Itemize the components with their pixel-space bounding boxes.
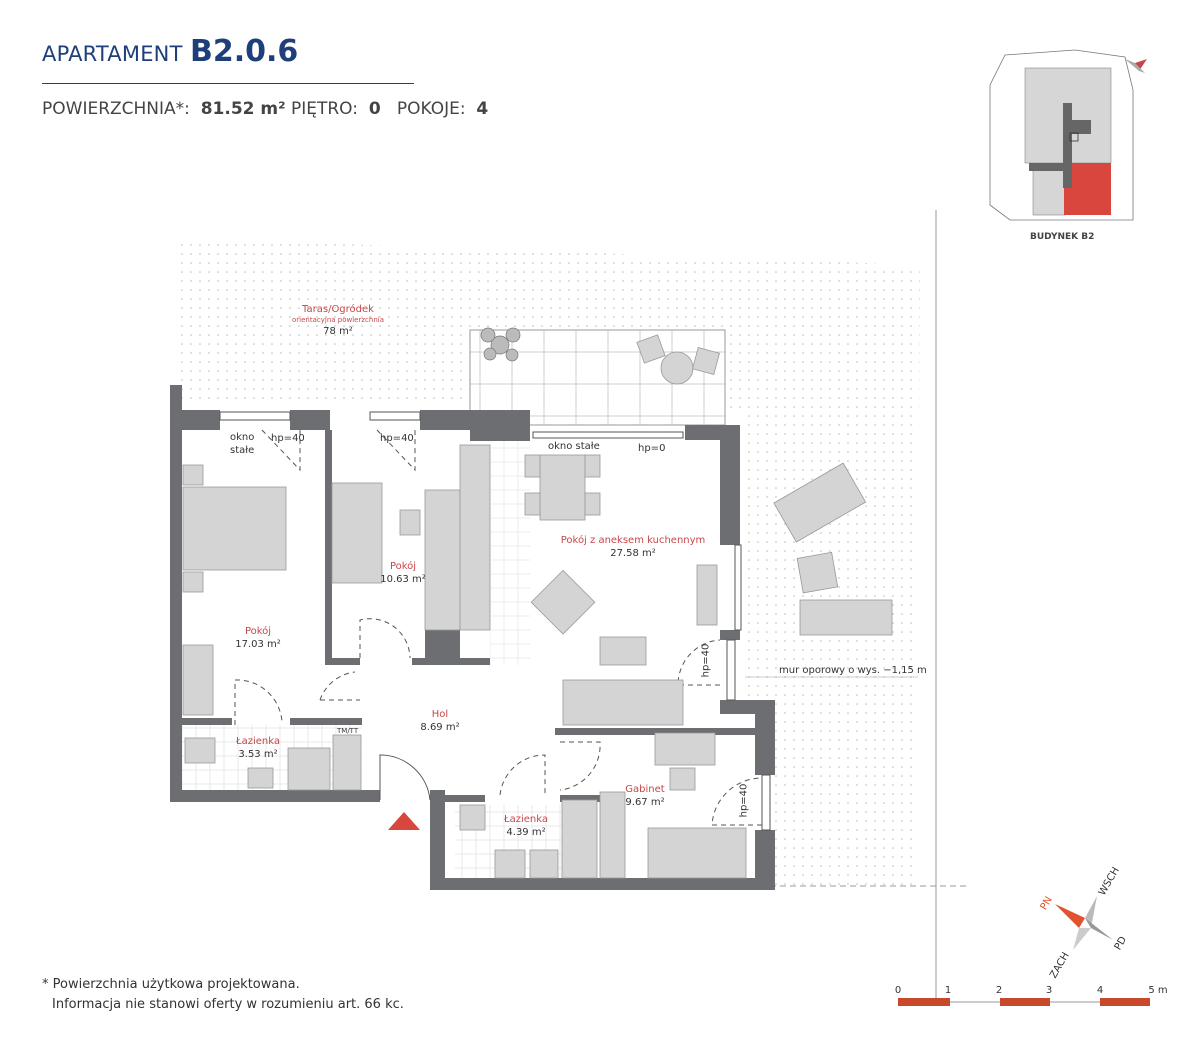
scale-tick: 1 <box>944 985 952 996</box>
room-area: 3.53 m² <box>238 749 278 760</box>
double-bed <box>182 486 287 571</box>
rooms-value: 4 <box>476 99 489 119</box>
garden-table <box>799 599 893 636</box>
room-hall-label: Hol 8.69 m² <box>420 708 459 734</box>
room-name: Pokój z aneksem kuchennym <box>560 535 706 546</box>
room-name: Pokój <box>389 561 417 572</box>
room-bathroom-1-label: Łazienka 3.53 m² <box>236 735 280 761</box>
door-swings <box>234 429 763 826</box>
area-value: 81.52 m² <box>200 99 286 119</box>
room-area: 4.39 m² <box>506 827 546 838</box>
entrance-marker-icon <box>388 812 420 830</box>
terrace-name: Taras/Ogródek <box>302 304 374 315</box>
room-area: 9.67 m² <box>625 797 665 808</box>
room-office-label: Gabinet 9.67 m² <box>625 783 664 809</box>
compass-icon <box>1055 896 1113 950</box>
area-label: POWIERZCHNIA*: <box>42 99 190 119</box>
shower <box>287 747 331 791</box>
boiler-cabinet <box>332 734 362 791</box>
coffee-table <box>599 636 647 666</box>
boiler-label: TM/TT <box>337 727 359 735</box>
terrace-area <box>177 238 920 885</box>
cabinet <box>599 791 626 879</box>
window-height-label: hp=40 <box>271 433 305 444</box>
title-divider <box>42 83 414 84</box>
plant-icon <box>480 327 521 362</box>
floor-label: PIĘTRO: <box>290 99 358 119</box>
toilet <box>184 737 216 764</box>
fixed-window-label-2: stałe <box>230 445 255 456</box>
scale-tick: 3 <box>1045 985 1053 996</box>
retaining-wall-label: mur oporowy o wys. −1,15 m <box>779 665 927 676</box>
window-height-label: hp=40 <box>738 783 750 818</box>
key-plan-compass-icon <box>1125 59 1147 73</box>
desk <box>654 732 716 766</box>
footnote: * Powierzchnia użytkowa projektowana. In… <box>42 975 404 1015</box>
room-area: 8.69 m² <box>420 722 460 733</box>
room-area: 17.03 m² <box>235 639 281 650</box>
apartment-label: APARTAMENT <box>42 42 183 66</box>
floor-value: 0 <box>368 99 381 119</box>
single-bed <box>331 482 383 584</box>
entrance-door <box>379 754 431 801</box>
room-living-kitchen-label: Pokój z aneksem kuchennym 27.58 m² <box>561 534 706 560</box>
scale-tick: 5 m <box>1148 985 1168 996</box>
scale-bar <box>898 998 1150 1006</box>
rooms-label: POKOJE: <box>396 99 466 119</box>
sink <box>247 767 274 789</box>
toilet-2 <box>459 804 486 831</box>
room-area: 10.63 m² <box>380 574 426 585</box>
garden-stool <box>796 551 839 594</box>
fixed-window-label-3: okno stałe <box>548 441 600 452</box>
dining-table <box>539 454 586 521</box>
room-name: Łazienka <box>503 814 549 825</box>
room-bathroom-2-label: Łazienka 4.39 m² <box>504 813 548 839</box>
windows <box>219 411 771 831</box>
scale-tick: 2 <box>995 985 1003 996</box>
garden-round-table <box>660 351 694 385</box>
room-name: Pokój <box>244 626 272 637</box>
tv-unit <box>696 564 718 626</box>
wardrobe-2 <box>182 644 214 716</box>
armchair <box>530 569 596 635</box>
walls <box>170 385 775 890</box>
building-label: BUDYNEK B2 <box>1030 232 1095 242</box>
window-height-label: hp=40 <box>700 643 712 678</box>
scale-tick: 4 <box>1096 985 1104 996</box>
wardrobe <box>424 489 461 631</box>
kitchen-counter <box>459 444 491 631</box>
sofa <box>562 679 684 726</box>
room-name: Gabinet <box>625 784 665 795</box>
apartment-code: B2.0.6 <box>190 34 299 69</box>
window-height-label: hp=40 <box>380 433 414 444</box>
terrace-label: Taras/Ogródek orientacyjna powierzchnia … <box>292 303 384 338</box>
window-height-label: hp=0 <box>638 443 666 454</box>
sofa-2 <box>647 827 747 879</box>
terrace-area-value: 78 m² <box>323 326 353 337</box>
footnote-line-1: * Powierzchnia użytkowa projektowana. <box>42 977 300 992</box>
room-small-bedroom-label: Pokój 10.63 m² <box>380 560 426 586</box>
building-key-plan <box>989 49 1147 221</box>
room-bedroom-label: Pokój 17.03 m² <box>235 625 281 651</box>
bathtub <box>561 799 598 879</box>
room-area: 27.58 m² <box>610 548 656 559</box>
room-name: Hol <box>431 709 449 720</box>
footnote-line-2: Informacja nie stanowi oferty w rozumien… <box>52 997 404 1012</box>
terrace-note: orientacyjna powierzchnia <box>292 316 384 324</box>
apartment-meta: POWIERZCHNIA*: 81.52 m² PIĘTRO: 0 POKOJE… <box>42 99 488 119</box>
furniture <box>182 334 893 879</box>
sun-lounger <box>773 462 867 543</box>
room-name: Łazienka <box>235 736 281 747</box>
fixed-window-label: okno <box>230 432 255 443</box>
scale-tick: 0 <box>894 985 902 996</box>
sink-2 <box>529 849 559 879</box>
